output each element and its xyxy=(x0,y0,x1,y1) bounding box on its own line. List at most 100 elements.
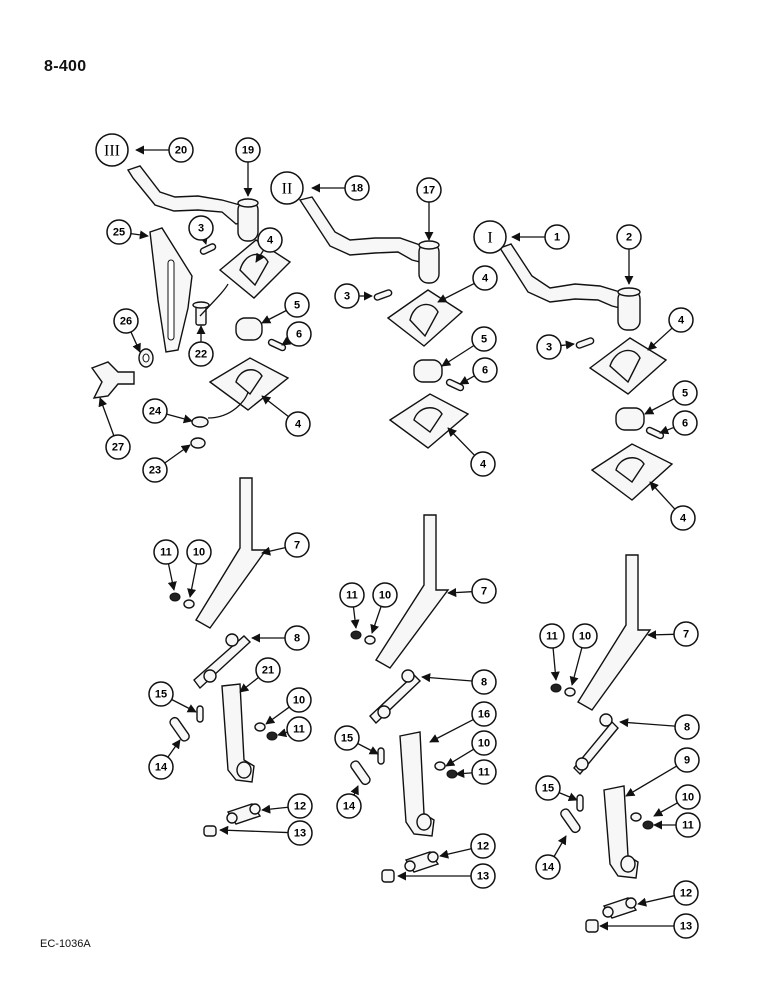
page-number: 8-400 xyxy=(44,58,87,75)
callout-circle xyxy=(471,701,497,727)
callout-leader xyxy=(429,718,474,743)
callout-number: 11 xyxy=(293,724,305,736)
callout-leader xyxy=(98,397,115,436)
callout-circle xyxy=(471,730,497,756)
callout-number: 15 xyxy=(155,689,167,701)
callout-leader xyxy=(261,395,289,418)
callout-number: 14 xyxy=(155,762,168,774)
callout-circle xyxy=(148,754,174,780)
callout-number: 9 xyxy=(684,755,690,767)
gear-range-mark-ii: II xyxy=(270,171,304,205)
callout-number: 18 xyxy=(351,183,363,195)
callout-number: 10 xyxy=(478,738,490,750)
shift-lever xyxy=(195,477,652,711)
callout-circle xyxy=(284,532,310,558)
callout-number: 10 xyxy=(682,792,694,804)
callout-number: 14 xyxy=(542,862,555,874)
callout-number: 26 xyxy=(120,316,132,328)
callout-leader xyxy=(187,563,198,598)
link-rod xyxy=(193,633,619,776)
callout-circle xyxy=(416,177,442,203)
callout-circle xyxy=(544,224,570,250)
callout-number: 11 xyxy=(160,547,172,559)
callout-leader xyxy=(255,249,265,263)
callout-number: 4 xyxy=(295,419,302,431)
callout-leader xyxy=(130,230,149,240)
callout-leader xyxy=(261,804,289,814)
callout-number: 4 xyxy=(267,235,274,247)
callout-leader xyxy=(569,647,583,686)
callout-number: 3 xyxy=(344,291,350,303)
callout-number: 7 xyxy=(683,629,689,641)
callout-circle xyxy=(673,621,699,647)
callout-circle xyxy=(675,812,701,838)
callout-leader xyxy=(171,698,197,713)
callout-number: 11 xyxy=(346,590,358,602)
callout-number: 10 xyxy=(193,547,205,559)
svg-text:I: I xyxy=(487,230,492,247)
callout-number: 22 xyxy=(195,349,207,361)
callout-circle xyxy=(673,913,699,939)
callout-number: 15 xyxy=(542,783,554,795)
callout-circle xyxy=(535,775,561,801)
callout-number: 7 xyxy=(481,586,487,598)
callout-circle xyxy=(672,410,698,436)
callout-number: 3 xyxy=(198,223,204,235)
callout-leader xyxy=(647,327,673,351)
callout-leader xyxy=(647,630,675,640)
callout-leader xyxy=(447,588,473,598)
callout-circle xyxy=(668,307,694,333)
callout-leader xyxy=(455,768,473,778)
callout-circle xyxy=(188,341,214,367)
callout-number: 16 xyxy=(478,709,490,721)
callout-leader xyxy=(625,765,677,797)
callout-circle xyxy=(186,539,212,565)
callout-number: 25 xyxy=(113,227,125,239)
callout-number: 10 xyxy=(379,590,391,602)
callout-leader xyxy=(167,563,177,591)
callout-circle xyxy=(168,137,194,163)
callout-circle xyxy=(105,434,131,460)
callout-number: 12 xyxy=(294,801,306,813)
callout-leader xyxy=(130,331,141,353)
callout-circle xyxy=(148,681,174,707)
callout-leader xyxy=(261,309,287,324)
gear-range-mark-i: I xyxy=(473,220,507,254)
callout-number: 5 xyxy=(294,300,300,312)
callout-number: 13 xyxy=(477,871,489,883)
callout-circle xyxy=(471,669,497,695)
callout-number: 15 xyxy=(341,733,353,745)
shift-rod-ii xyxy=(298,196,440,284)
callout-number: 10 xyxy=(293,695,305,707)
callout-leader xyxy=(439,848,472,859)
lever-nut xyxy=(169,592,654,830)
spring-pin xyxy=(196,705,584,812)
callout-leader xyxy=(550,647,560,681)
callout-circle xyxy=(472,357,498,383)
callout-number: 2 xyxy=(626,232,632,244)
callout-circle xyxy=(674,714,700,740)
callout-circle xyxy=(673,880,699,906)
callout-circle xyxy=(142,398,168,424)
callout-circle xyxy=(153,539,179,565)
callout-circle xyxy=(471,326,497,352)
guide-block xyxy=(235,317,645,431)
callout-leader xyxy=(166,413,193,424)
connecting-link xyxy=(226,803,638,919)
callout-number: 4 xyxy=(678,315,685,327)
callout-leader xyxy=(357,742,379,755)
roll-pin xyxy=(199,243,595,349)
callout-circle xyxy=(675,784,701,810)
callout-leader xyxy=(350,785,359,796)
wing-knob xyxy=(90,361,135,399)
clevis-pin xyxy=(169,716,581,834)
callout-leader xyxy=(265,706,290,725)
callout-circle xyxy=(284,625,310,651)
bolt xyxy=(192,301,210,326)
callout-leader xyxy=(167,739,181,758)
callout-number: 8 xyxy=(294,633,300,645)
callout-circle xyxy=(287,820,313,846)
callout-leader xyxy=(281,336,292,346)
